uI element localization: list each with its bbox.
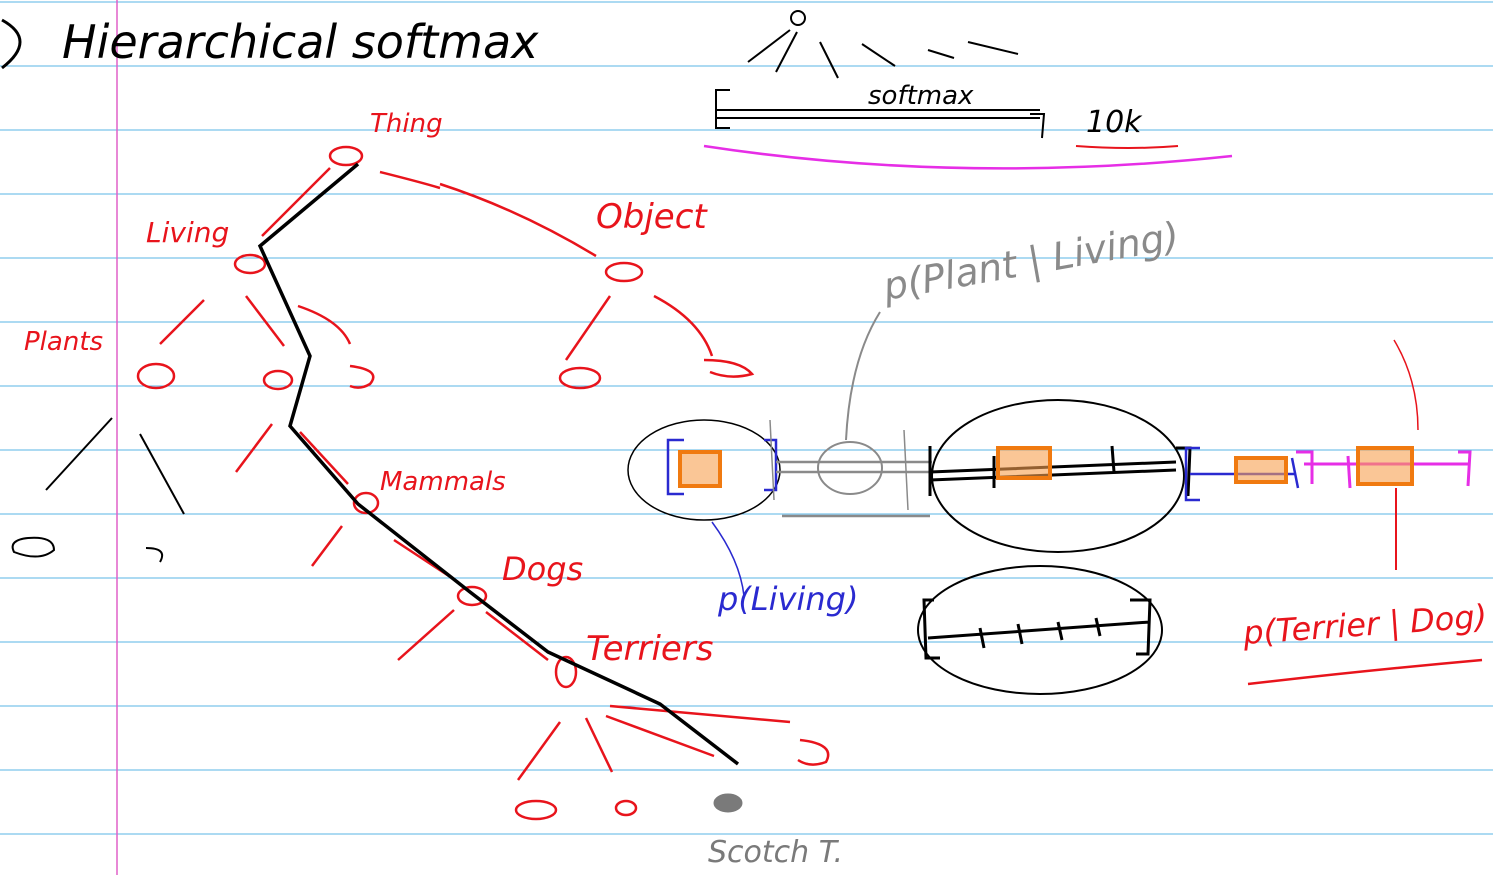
edge-terriers-c2: [584, 717, 614, 773]
edge-thing-object: [379, 170, 597, 258]
category-tree: [136, 145, 830, 821]
node-scotch-terrier: [713, 793, 743, 813]
page-title: Hierarchical softmax: [62, 15, 539, 69]
softmax-label: softmax: [868, 81, 974, 111]
p-living-arrow: [711, 521, 745, 597]
level2-vector: [928, 445, 1192, 497]
label-scotch-terrier: Scotch T.: [708, 835, 843, 870]
label-terriers: Terriers: [586, 629, 714, 669]
plants-edge-right: [139, 433, 185, 515]
node-mammals: [352, 491, 380, 515]
softmax-edge: [819, 41, 839, 79]
hierarchical-vectors: [627, 339, 1472, 695]
plants-edge-left: [45, 417, 113, 491]
node-thing: [328, 145, 364, 167]
edge-living-plants: [159, 299, 205, 345]
label-living: Living: [146, 216, 229, 249]
edge-living-child2: [245, 295, 285, 347]
highlighted-path: [257, 162, 740, 766]
gray-ticks: [769, 419, 909, 511]
gray-node: [817, 441, 883, 495]
p-terrier-arrow-curve: [1393, 339, 1419, 431]
living-highlight: [678, 450, 722, 488]
annotation-p-living: p(Living): [717, 580, 858, 618]
edge-terriers-c1: [516, 721, 562, 781]
edge-terriers-c3: [605, 714, 715, 758]
softmax-edge: [967, 41, 1019, 55]
softmax-edge: [775, 31, 798, 73]
edge-living-child2-down: [235, 423, 273, 473]
ruled-lines: [0, 1, 1493, 835]
node-living-child3: [349, 364, 375, 389]
bullet-paren: [1, 18, 22, 70]
edge-object-child2: [653, 294, 714, 357]
label-object: Object: [596, 197, 708, 237]
label-thing: Thing: [370, 109, 443, 139]
level1-softmax-ellipse: [627, 419, 781, 521]
annotation-p-plant-living: p(Plant | Living): [879, 214, 1183, 310]
softmax-root-node: [790, 10, 806, 26]
softmax-vector-bracket: [715, 89, 1046, 139]
softmax-underline: [703, 144, 1233, 170]
softmax-edge: [927, 49, 955, 59]
level2-softmax-ellipse: [931, 399, 1185, 553]
level3-softmax-ellipse: [917, 565, 1163, 695]
node-living-child2: [262, 369, 294, 391]
label-plants: Plants: [24, 327, 103, 357]
plants-subtree: [11, 417, 185, 563]
softmax-size-underline: [1075, 145, 1179, 149]
label-dogs: Dogs: [502, 550, 583, 588]
annotation-p-terrier-dog: p(Terrier | Dog): [1241, 597, 1488, 652]
flat-softmax-sketch: [715, 10, 1046, 139]
plants-leaf-right: [145, 547, 164, 563]
level3-vector: [922, 598, 1152, 660]
edge-thing-living: [261, 167, 331, 237]
plants-leaf-left: [11, 536, 56, 558]
node-object-child2: [703, 358, 755, 378]
node-object: [604, 261, 644, 283]
node-terriers-child2: [614, 799, 638, 817]
node-object-child1: [558, 366, 602, 390]
edge-terriers-c4: [609, 704, 791, 724]
edge-object-child1: [564, 295, 612, 361]
node-living: [233, 253, 267, 275]
terrier-highlight: [1356, 446, 1414, 486]
node-dogs: [456, 585, 488, 607]
node-terriers-child4: [797, 738, 830, 766]
softmax-edge: [747, 29, 791, 63]
edge-dogs-terriers: [485, 611, 549, 661]
annotation-arrow: [845, 311, 881, 441]
edge-to-mammals: [299, 431, 349, 485]
level2-highlight: [996, 446, 1052, 480]
node-plants: [136, 362, 176, 390]
living-vector-bracket: [666, 438, 778, 496]
softmax-edge: [861, 43, 896, 67]
edge-living-child3: [297, 304, 352, 345]
p-terrier-underline: [1247, 658, 1483, 686]
edge-mammals-child: [311, 525, 343, 567]
label-mammals: Mammals: [380, 467, 506, 497]
edge-dogs-child: [397, 609, 455, 661]
blue-highlight: [1234, 456, 1288, 484]
softmax-size-label: 10k: [1086, 105, 1143, 140]
node-terriers-child1: [514, 799, 558, 821]
node-terriers: [554, 655, 578, 689]
